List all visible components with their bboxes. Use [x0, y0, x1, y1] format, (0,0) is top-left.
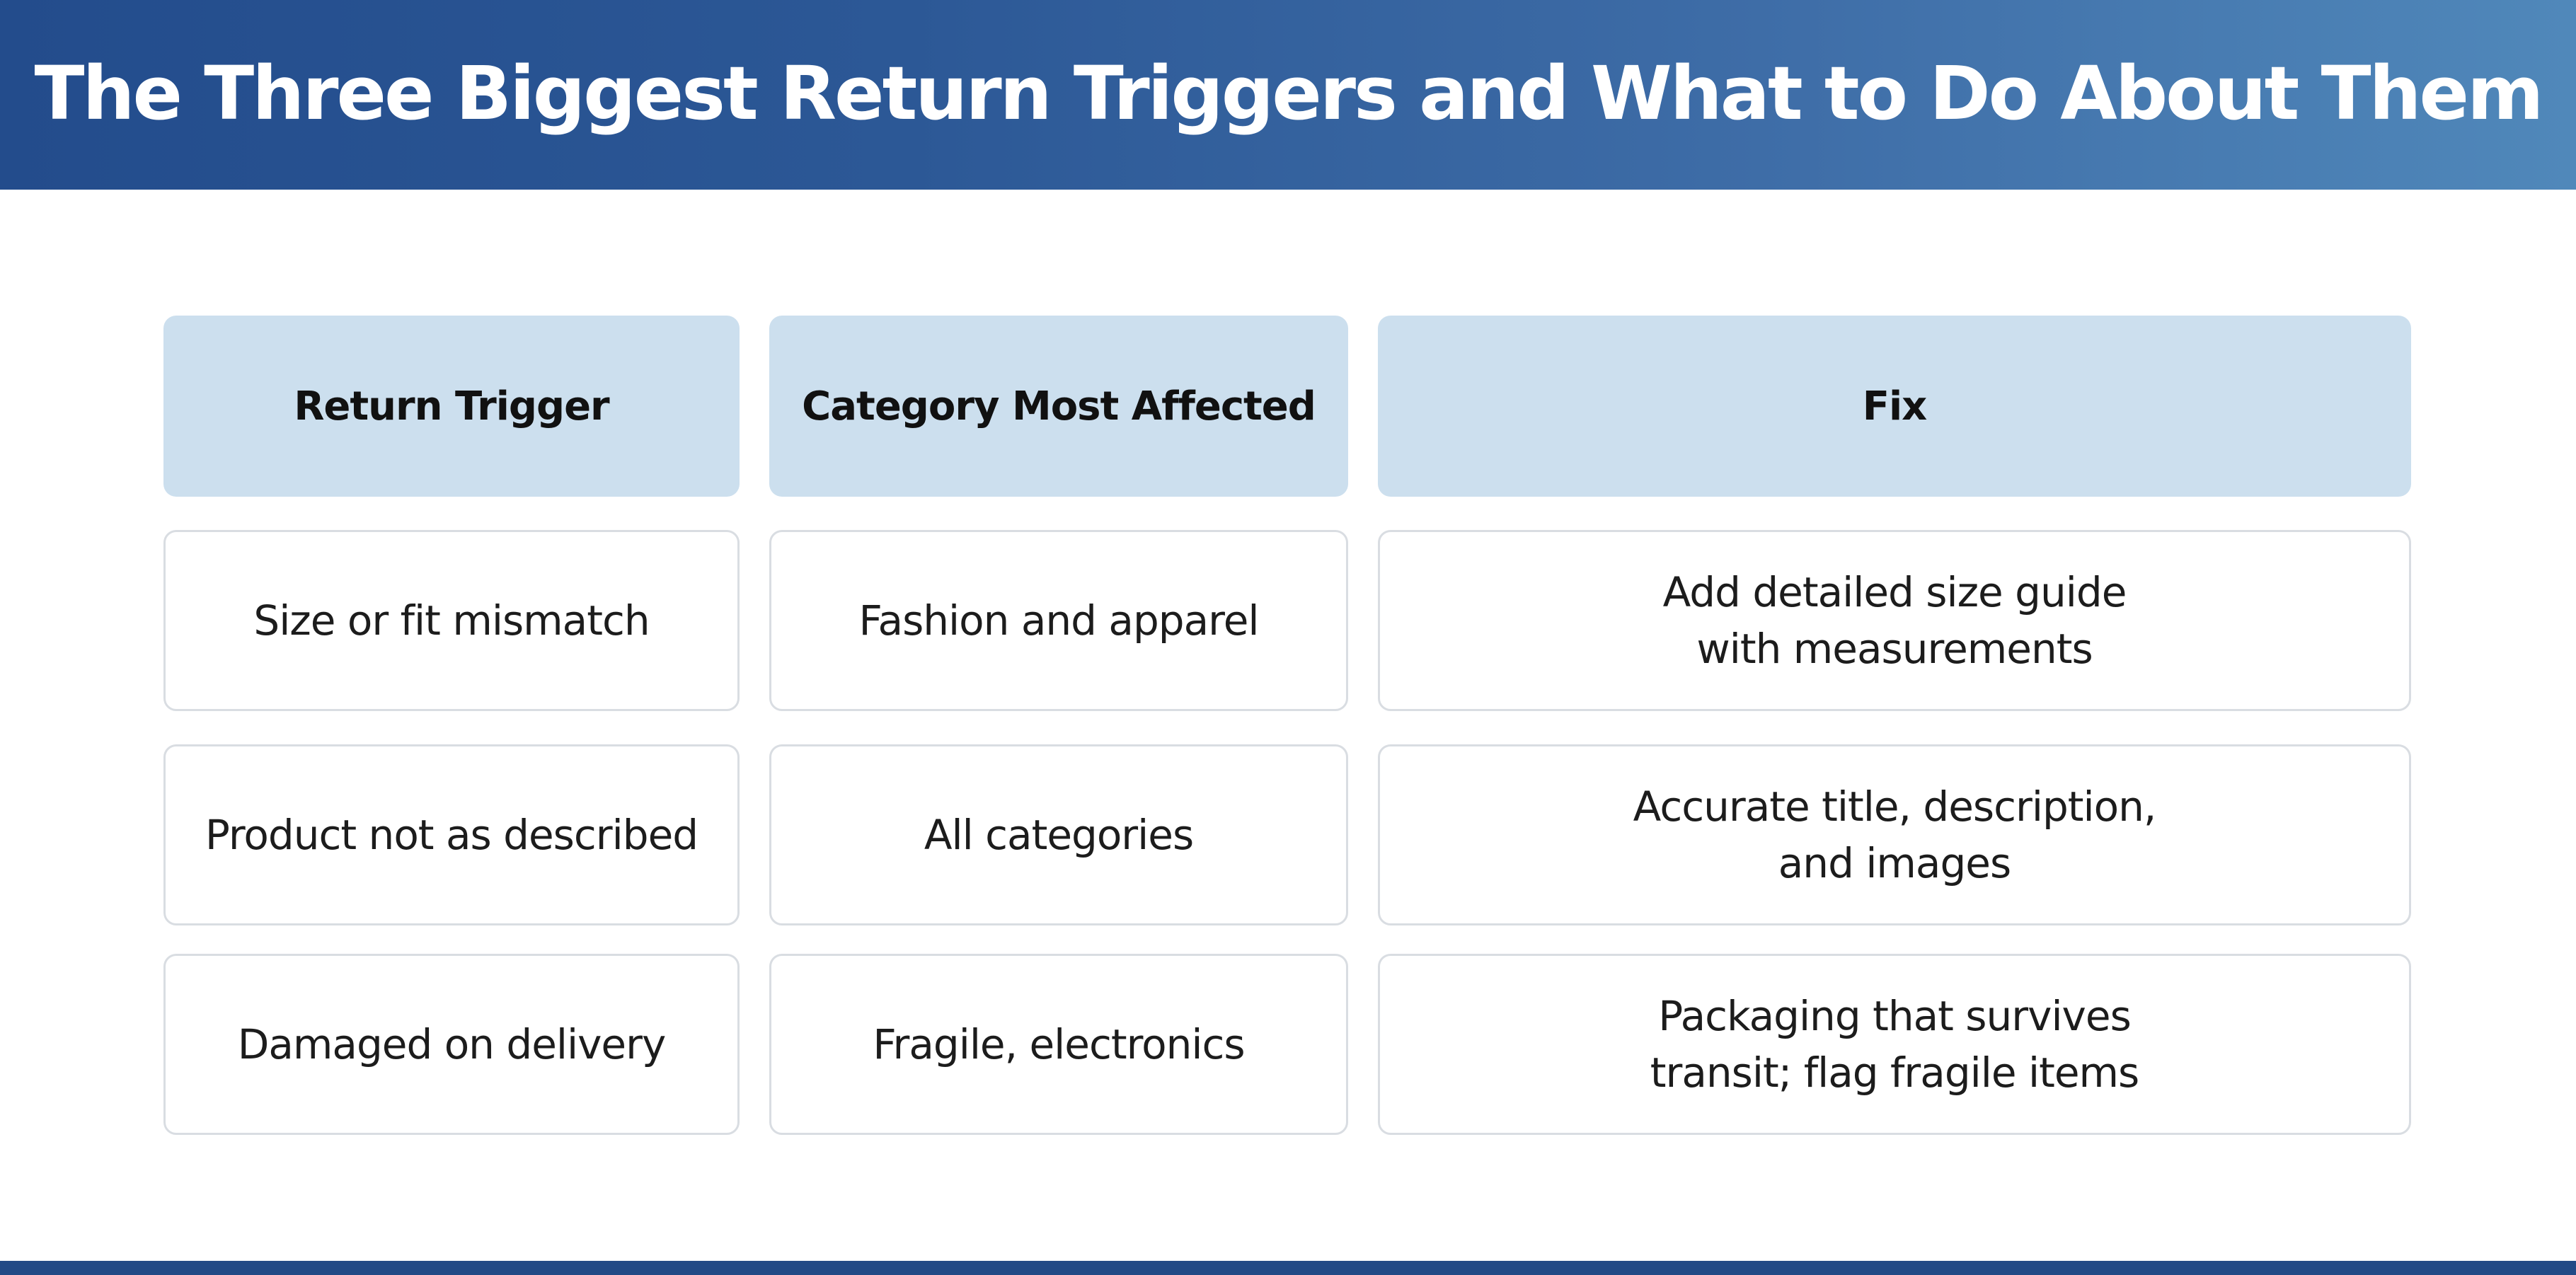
trigger-cell: Damaged on delivery — [163, 954, 740, 1135]
header-fix: Fix — [1378, 316, 2411, 497]
footer-bar — [0, 1261, 2576, 1275]
table-row: Size or fit mismatch Fashion and apparel… — [163, 530, 2411, 711]
fix-cell: Add detailed size guide with measurement… — [1378, 530, 2411, 711]
trigger-cell: Size or fit mismatch — [163, 530, 740, 711]
page-title: The Three Biggest Return Triggers and Wh… — [34, 50, 2544, 137]
fix-line: and images — [1778, 839, 2011, 887]
fix-line: Add detailed size guide — [1662, 568, 2127, 616]
table-header-row: Return Trigger Category Most Affected Fi… — [163, 316, 2411, 497]
fix-line: Packaging that survives — [1658, 992, 2132, 1040]
category-cell: Fashion and apparel — [769, 530, 1348, 711]
header-return-trigger: Return Trigger — [163, 316, 740, 497]
fix-cell: Accurate title, description, and images — [1378, 744, 2411, 925]
fix-line: transit; flag fragile items — [1650, 1049, 2139, 1097]
category-cell: All categories — [769, 744, 1348, 925]
header-category-most-affected: Category Most Affected — [769, 316, 1348, 497]
table-row: Product not as described All categories … — [163, 744, 2411, 925]
table-row: Damaged on delivery Fragile, electronics… — [163, 954, 2411, 1135]
fix-line: Accurate title, description, — [1633, 783, 2157, 831]
fix-cell: Packaging that survives transit; flag fr… — [1378, 954, 2411, 1135]
category-cell: Fragile, electronics — [769, 954, 1348, 1135]
fix-line: with measurements — [1696, 625, 2093, 673]
trigger-cell: Product not as described — [163, 744, 740, 925]
return-triggers-table: Return Trigger Category Most Affected Fi… — [163, 316, 2411, 1135]
title-banner: The Three Biggest Return Triggers and Wh… — [0, 0, 2576, 190]
